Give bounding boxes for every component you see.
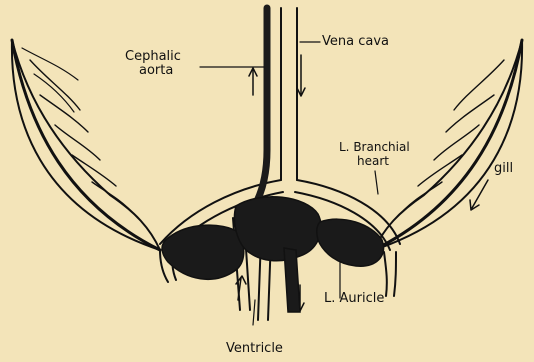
auricle-label: L. Auricle xyxy=(324,292,384,306)
left-gill xyxy=(12,40,160,250)
vena-cava-label: Vena cava xyxy=(322,35,389,49)
ventricle-label: Ventricle xyxy=(226,342,283,356)
ventricle-shape xyxy=(234,197,321,261)
cephalic-aorta-label-2: aorta xyxy=(139,64,173,78)
vena-cava-vessel xyxy=(281,8,297,180)
cephalic-aorta-vessel xyxy=(255,8,267,205)
cephalic-aorta-label: Cephalic xyxy=(125,50,181,64)
branchial-heart-label: L. Branchial xyxy=(339,140,410,154)
flow-arrows xyxy=(236,55,488,311)
gill-label: gill xyxy=(494,162,513,176)
branchial-heart-label-2: heart xyxy=(357,154,389,168)
